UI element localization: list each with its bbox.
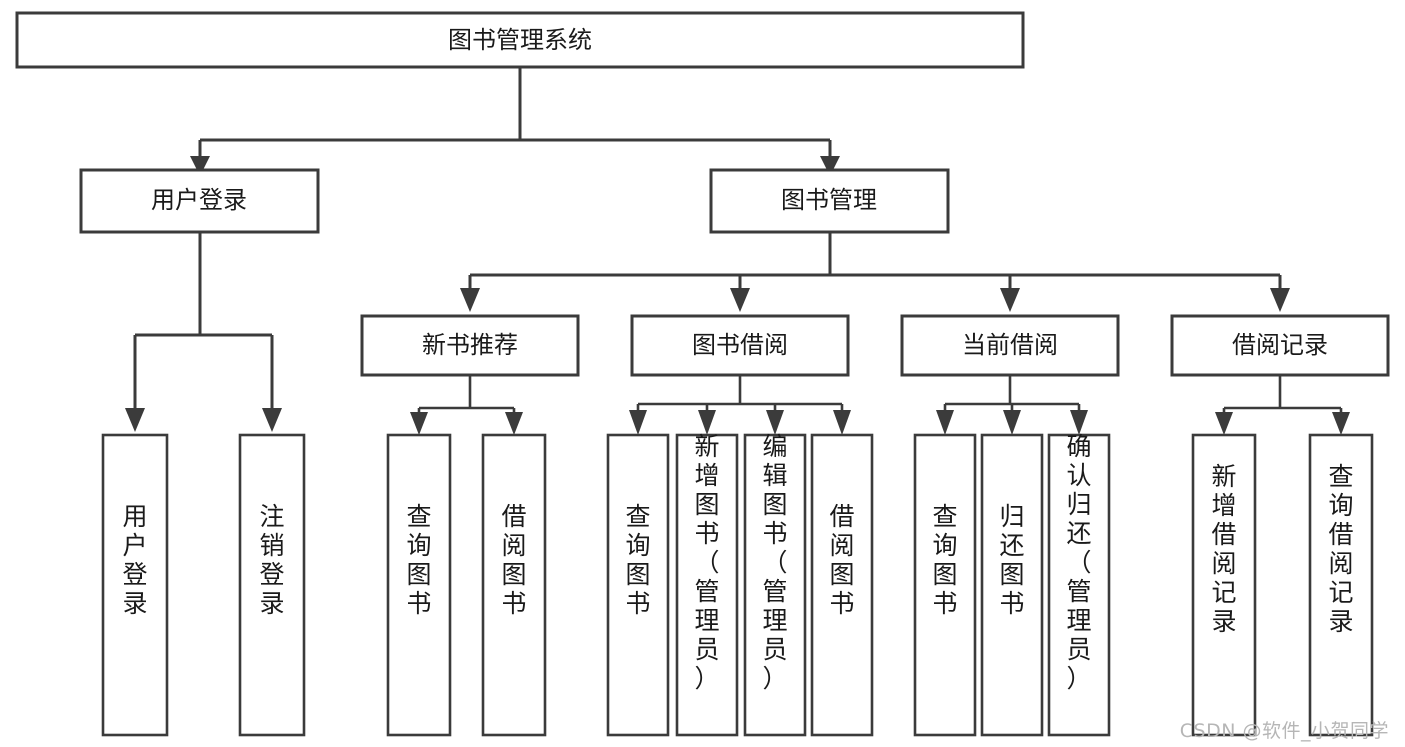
- node-book-borrow-box[interactable]: [630, 314, 850, 377]
- node-leaf-logout-label: 注销登录: [259, 502, 284, 618]
- csdn-watermark: CSDN @软件_小贺同学: [1179, 720, 1389, 742]
- node-leaf-user-login-label: 用户登录: [122, 502, 147, 618]
- node-leaf-query-book-2[interactable]: 查询图书: [606, 433, 670, 737]
- arrow-head-leaf-return-book: [1003, 410, 1021, 435]
- node-leaf-query-book-3-label: 查询图书: [932, 502, 957, 618]
- node-leaf-borrow-book-2[interactable]: 借阅图书: [810, 433, 874, 737]
- arrow-head-leaf-confirm-return: [1070, 410, 1088, 435]
- arrow-head-leaf-borrow-book-2: [833, 410, 851, 435]
- node-leaf-query-book-3[interactable]: 查询图书: [913, 433, 977, 737]
- arrow-head-leaf-add-record: [1215, 412, 1233, 435]
- node-leaf-borrow-book-2-label: 借阅图书: [829, 502, 854, 618]
- node-leaf-user-login[interactable]: 用户登录: [101, 433, 169, 737]
- edge-group-new-book-rec: [410, 375, 523, 435]
- node-leaf-add-record-box[interactable]: [1191, 433, 1257, 737]
- node-leaf-edit-book-box[interactable]: [743, 433, 807, 737]
- node-leaf-query-record[interactable]: 查询借阅记录: [1308, 433, 1374, 737]
- node-book-manage-box[interactable]: [709, 168, 950, 234]
- arrow-head-new-book-rec: [460, 288, 480, 312]
- node-leaf-confirm-return-box[interactable]: [1047, 433, 1111, 737]
- node-leaf-query-book-1-box[interactable]: [386, 433, 452, 737]
- node-leaf-return-book-box[interactable]: [980, 433, 1044, 737]
- node-leaf-query-record-label: 查询借阅记录: [1328, 462, 1353, 636]
- node-leaf-add-book-label: 新增图书（管理员）: [694, 432, 719, 693]
- arrow-head-leaf-edit-book: [766, 410, 784, 435]
- node-leaf-query-book-2-box[interactable]: [606, 433, 670, 737]
- edge-group-borrow-record: [1215, 375, 1350, 435]
- node-leaf-edit-book-label: 编辑图书（管理员）: [762, 432, 787, 693]
- node-leaf-add-book-box[interactable]: [675, 433, 739, 737]
- node-leaf-query-book-2-label: 查询图书: [625, 502, 650, 618]
- node-leaf-add-record[interactable]: 新增借阅记录: [1191, 433, 1257, 737]
- edge-group-book-borrow: [629, 375, 851, 435]
- node-current-borrow-label: 当前借阅: [962, 331, 1058, 359]
- node-borrow-record[interactable]: 借阅记录: [1170, 314, 1390, 377]
- arrow-head-borrow-record: [1270, 288, 1290, 312]
- node-leaf-query-record-box[interactable]: [1308, 433, 1374, 737]
- node-current-borrow-box[interactable]: [900, 314, 1120, 377]
- node-leaf-query-book-3-box[interactable]: [913, 433, 977, 737]
- node-book-manage[interactable]: 图书管理: [709, 168, 950, 234]
- node-root-box[interactable]: [15, 11, 1025, 69]
- node-leaf-edit-book[interactable]: 编辑图书（管理员）: [743, 432, 807, 737]
- node-borrow-record-box[interactable]: [1170, 314, 1390, 377]
- node-leaf-borrow-book-2-box[interactable]: [810, 433, 874, 737]
- arrow-head-leaf-query-record: [1332, 412, 1350, 435]
- node-leaf-borrow-book-1-label: 借阅图书: [501, 502, 526, 618]
- arrow-head-current-borrow: [1000, 288, 1020, 312]
- node-borrow-record-label: 借阅记录: [1232, 331, 1328, 359]
- arrow-head-leaf-logout: [262, 408, 282, 432]
- node-new-book-rec[interactable]: 新书推荐: [360, 314, 580, 377]
- node-leaf-confirm-return-label: 确认归还（管理员）: [1066, 432, 1091, 693]
- node-leaf-query-book-1-label: 查询图书: [406, 502, 431, 618]
- node-current-borrow[interactable]: 当前借阅: [900, 314, 1120, 377]
- node-root-label: 图书管理系统: [448, 26, 592, 54]
- node-leaf-query-book-1[interactable]: 查询图书: [386, 433, 452, 737]
- node-leaf-user-login-box[interactable]: [101, 433, 169, 737]
- edge-group-current-borrow: [936, 375, 1088, 435]
- arrow-head-book-manage: [820, 156, 840, 176]
- node-book-borrow[interactable]: 图书借阅: [630, 314, 850, 377]
- node-new-book-rec-box[interactable]: [360, 314, 580, 377]
- node-leaf-add-record-label: 新增借阅记录: [1211, 462, 1236, 636]
- node-leaf-return-book-label: 归还图书: [999, 502, 1024, 618]
- node-root[interactable]: 图书管理系统: [15, 11, 1025, 69]
- arrow-head-leaf-query-book-1: [410, 412, 428, 435]
- arrow-head-user-login: [190, 156, 210, 176]
- arrow-head-leaf-borrow-book-1: [505, 412, 523, 435]
- node-leaf-borrow-book-1-box[interactable]: [481, 433, 547, 737]
- arrow-head-leaf-add-book: [698, 410, 716, 435]
- node-new-book-rec-label: 新书推荐: [422, 331, 518, 359]
- node-user-login-label: 用户登录: [151, 186, 247, 214]
- arrow-head-book-borrow: [730, 288, 750, 312]
- node-leaf-return-book[interactable]: 归还图书: [980, 433, 1044, 737]
- node-leaf-logout-box[interactable]: [238, 433, 306, 737]
- node-user-login-box[interactable]: [79, 168, 320, 234]
- node-user-login[interactable]: 用户登录: [79, 168, 320, 234]
- arrow-head-leaf-query-book-2: [629, 410, 647, 435]
- node-book-manage-label: 图书管理: [781, 186, 877, 214]
- node-leaf-borrow-book-1[interactable]: 借阅图书: [481, 433, 547, 737]
- node-leaf-add-book[interactable]: 新增图书（管理员）: [675, 432, 739, 737]
- node-book-borrow-label: 图书借阅: [692, 331, 788, 359]
- edge-group-root: [190, 67, 840, 176]
- node-leaf-logout[interactable]: 注销登录: [238, 433, 306, 737]
- edge-group-user-login: [125, 232, 282, 432]
- edge-group-book-manage: [460, 232, 1290, 312]
- arrow-head-leaf-user-login: [125, 408, 145, 432]
- node-leaf-confirm-return[interactable]: 确认归还（管理员）: [1047, 432, 1111, 737]
- arrow-head-leaf-query-book-3: [936, 410, 954, 435]
